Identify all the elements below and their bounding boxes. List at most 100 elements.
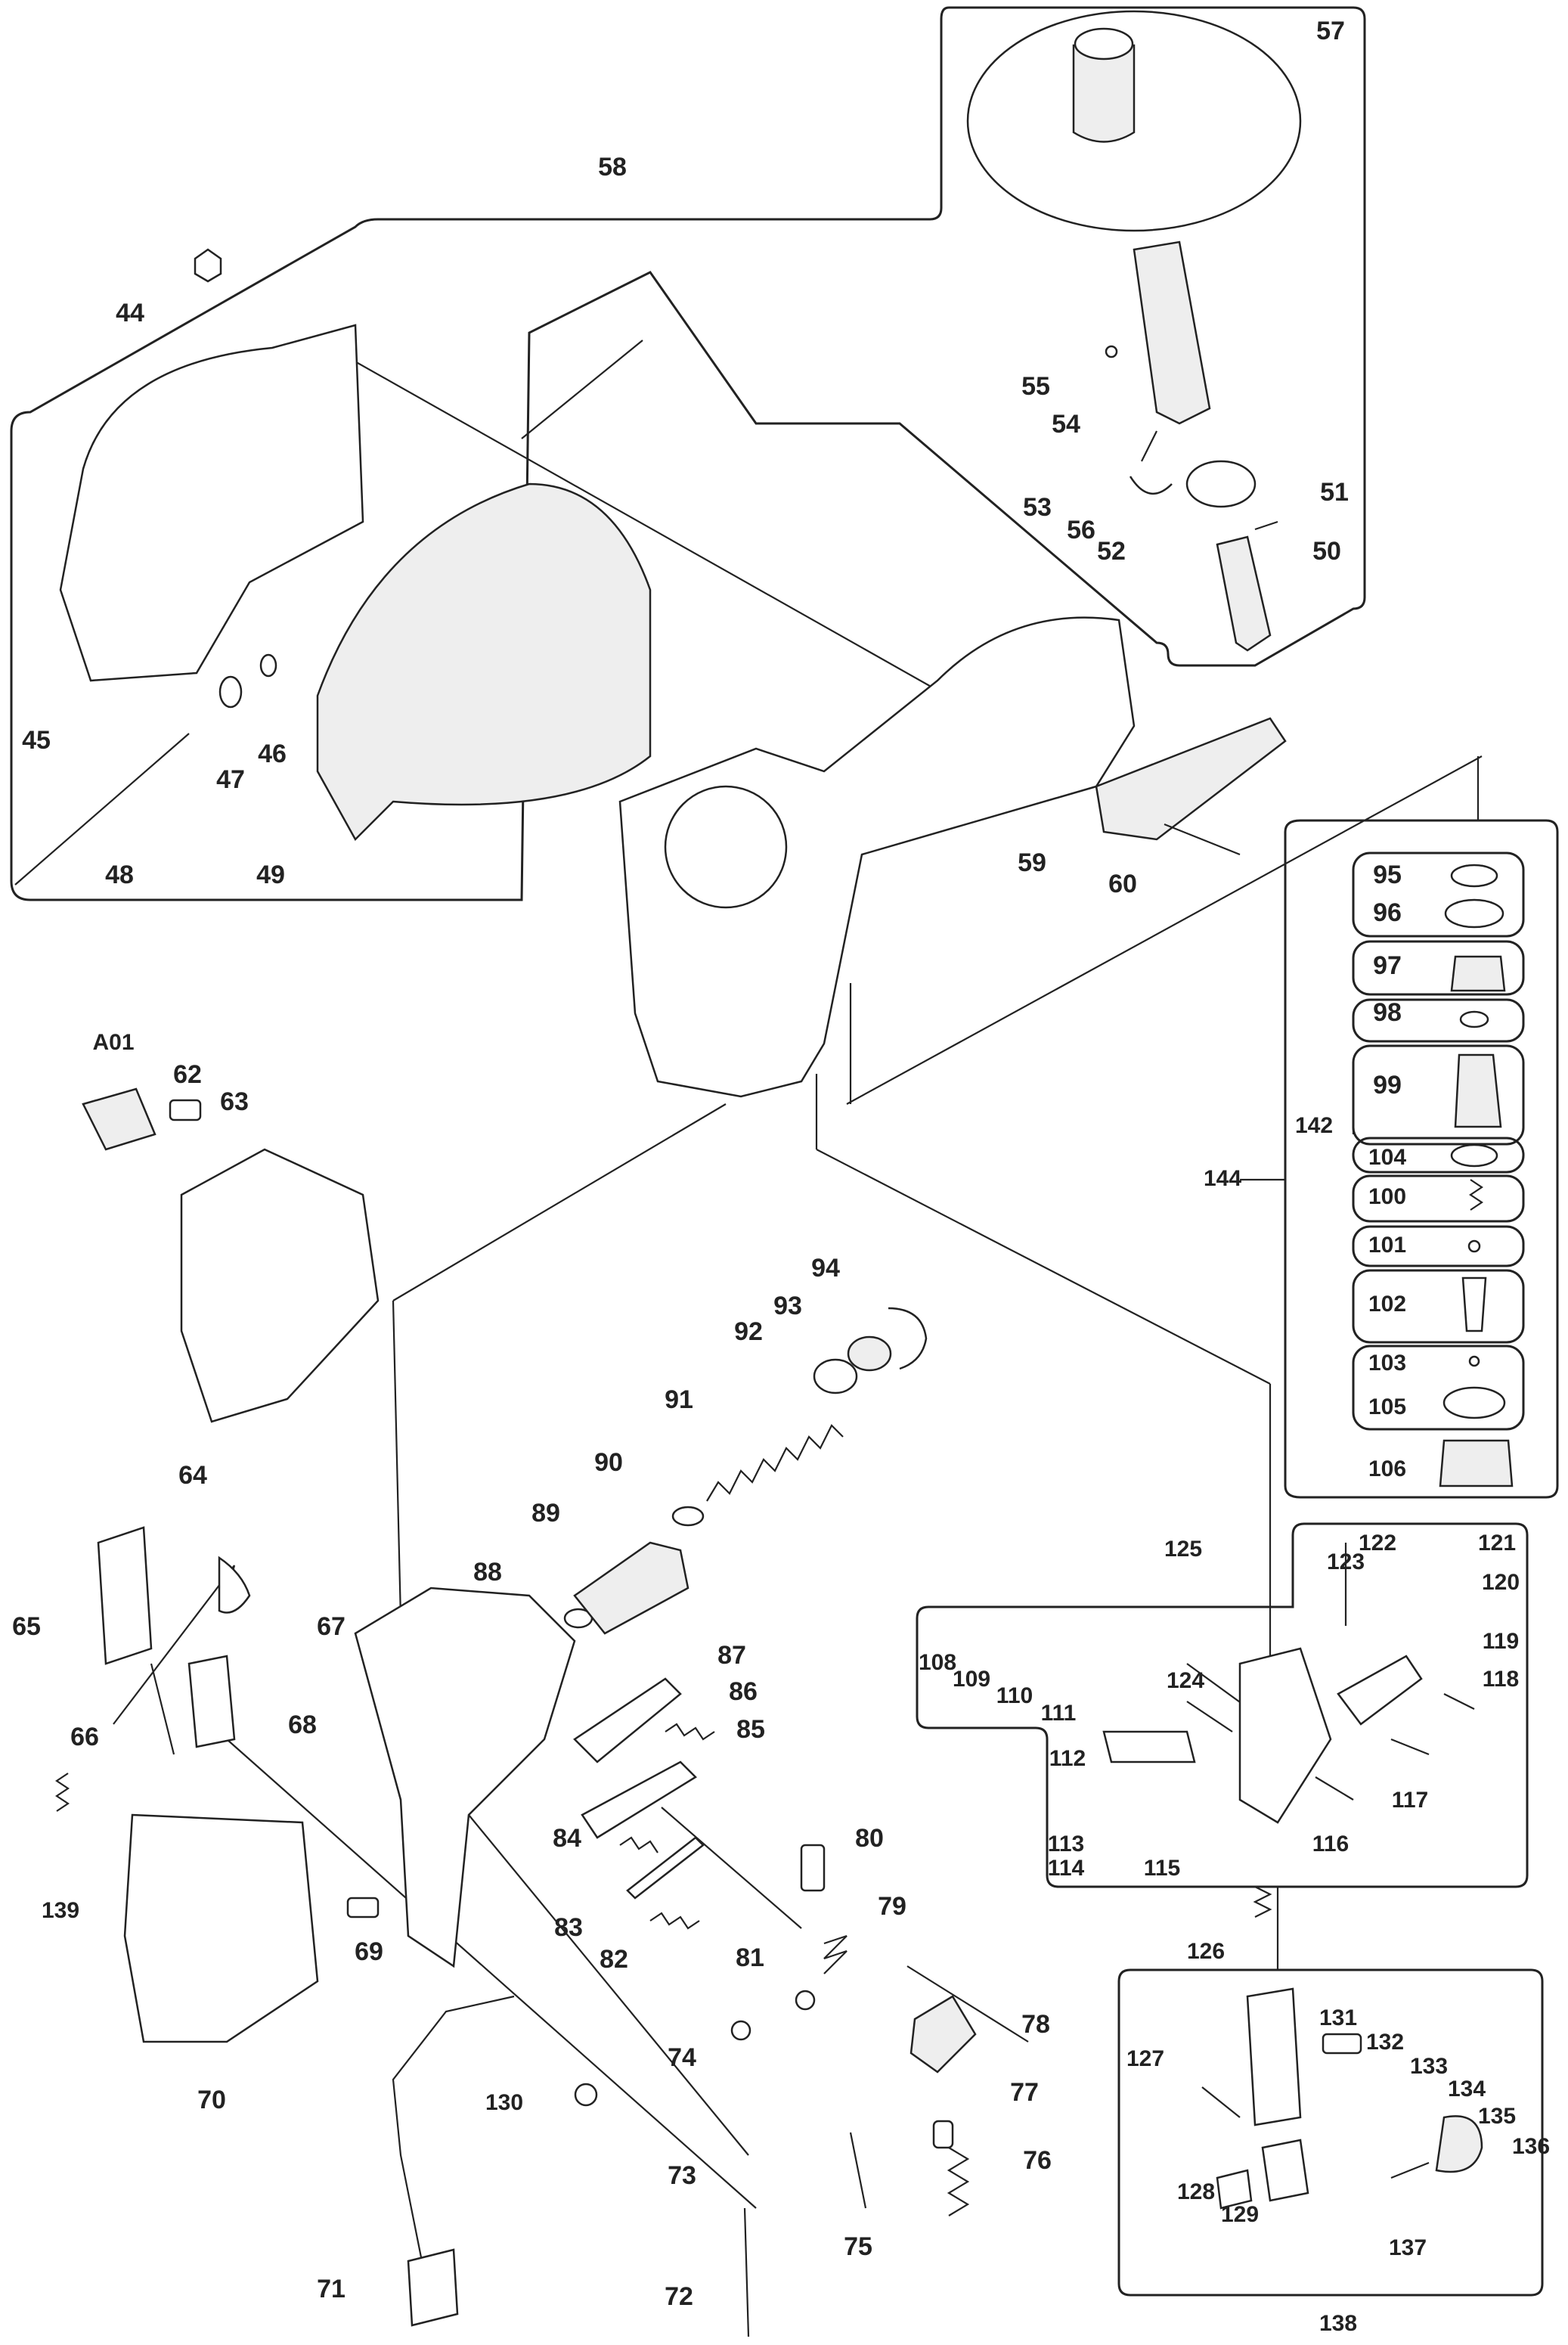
label-139: 139	[42, 1898, 79, 1923]
part-59-bracket	[1095, 717, 1287, 841]
part-45-guard	[59, 324, 364, 682]
part-89-piston	[573, 1541, 689, 1635]
part-85-lever	[581, 1760, 698, 1839]
label-93: 93	[773, 1292, 802, 1320]
part-130-bushing	[574, 2083, 598, 2107]
label-133: 133	[1410, 2054, 1448, 2079]
label-126: 126	[1187, 1939, 1225, 1964]
part-68-plate	[187, 1655, 236, 1748]
part-137-pin	[1390, 2161, 1430, 2179]
label-57: 57	[1316, 17, 1345, 45]
label-105: 105	[1368, 1394, 1406, 1419]
part-52-ring	[1185, 460, 1257, 508]
label-106: 106	[1368, 1456, 1406, 1481]
part-132-screw	[1322, 2033, 1362, 2055]
part-80-screw	[800, 1844, 826, 1892]
label-132: 132	[1366, 2030, 1404, 2055]
label-134: 134	[1448, 2077, 1486, 2102]
label-86: 86	[729, 1677, 758, 1706]
label-95: 95	[1373, 861, 1402, 889]
part-labels: 57 58 44 55 54 53 51 56 52 50 45 46 47 4…	[12, 17, 1550, 2336]
part-87-lever	[573, 1677, 682, 1763]
label-144: 144	[1204, 1166, 1241, 1191]
label-53: 53	[1023, 493, 1052, 522]
label-127: 127	[1126, 2046, 1164, 2071]
label-108: 108	[919, 1650, 956, 1675]
part-104-oring	[1450, 1143, 1498, 1168]
part-128-block	[1216, 2169, 1253, 2210]
label-59: 59	[1018, 848, 1046, 877]
part-57-disc	[966, 10, 1302, 232]
label-81: 81	[736, 1943, 764, 1972]
label-129: 129	[1221, 2202, 1259, 2227]
part-67-spring	[218, 1556, 251, 1614]
label-58: 58	[598, 153, 627, 181]
part-49-cover	[316, 482, 652, 842]
part-71-rod	[392, 1995, 515, 2269]
part-84-spring	[619, 1836, 658, 1853]
label-63: 63	[220, 1087, 249, 1116]
label-123: 123	[1327, 1549, 1365, 1574]
label-76: 76	[1023, 2146, 1052, 2175]
part-92-washer	[813, 1358, 858, 1394]
label-87: 87	[717, 1641, 746, 1670]
group-125-outline	[916, 1522, 1529, 1888]
label-118: 118	[1483, 1667, 1519, 1692]
part-72-pin	[743, 2207, 750, 2337]
part-91-spring	[706, 1424, 844, 1502]
label-91: 91	[665, 1385, 693, 1414]
label-104: 104	[1368, 1145, 1406, 1170]
part-90-oring	[671, 1506, 705, 1527]
part-76-spring	[947, 2147, 970, 2216]
label-48: 48	[105, 861, 134, 889]
label-119: 119	[1483, 1629, 1519, 1654]
part-101-ball	[1467, 1239, 1481, 1253]
part-51-pin	[1254, 520, 1278, 531]
part-131-block	[1246, 1987, 1302, 2126]
label-73: 73	[668, 2161, 696, 2190]
label-135: 135	[1478, 2104, 1516, 2129]
part-106-cap	[1439, 1439, 1514, 1487]
part-83-link	[626, 1836, 705, 1900]
part-103-ball	[1468, 1355, 1480, 1367]
label-52: 52	[1097, 537, 1126, 566]
part-69-screw	[346, 1897, 380, 1918]
label-125: 125	[1164, 1537, 1202, 1562]
label-111: 111	[1041, 1701, 1077, 1726]
label-92: 92	[734, 1317, 763, 1346]
label-99: 99	[1373, 1071, 1402, 1100]
group-58-outline	[10, 6, 1366, 901]
label-131: 131	[1319, 2005, 1357, 2030]
label-90: 90	[594, 1448, 623, 1477]
part-66-pin	[150, 1663, 175, 1755]
part-44-nut	[194, 248, 222, 283]
part-60-screw	[1164, 823, 1241, 856]
part-62-bolt	[169, 1099, 202, 1121]
part-93-seal	[847, 1335, 892, 1372]
leader-lines	[113, 340, 1483, 2209]
part-75-pin	[849, 2132, 867, 2209]
part-50-shaft	[1216, 535, 1272, 652]
label-46: 46	[258, 740, 287, 768]
label-54: 54	[1052, 410, 1080, 439]
part-47-washer	[218, 675, 243, 709]
label-116: 116	[1312, 1832, 1349, 1856]
part-94-clip	[888, 1307, 928, 1370]
label-98: 98	[1373, 998, 1402, 1027]
label-96: 96	[1373, 898, 1402, 927]
label-101: 101	[1368, 1233, 1406, 1258]
part-129-block	[1261, 2139, 1309, 2202]
label-82: 82	[600, 1945, 628, 1974]
main-housing	[618, 616, 1136, 1098]
label-62: 62	[173, 1060, 202, 1089]
group-138-outline	[1117, 1968, 1544, 2297]
label-74: 74	[668, 2043, 696, 2072]
label-100: 100	[1368, 1184, 1406, 1209]
part-96-oring	[1444, 898, 1504, 929]
label-83: 83	[554, 1913, 583, 1942]
part-71-foot	[407, 2248, 459, 2327]
label-88: 88	[473, 1558, 502, 1587]
label-66: 66	[70, 1723, 99, 1751]
label-80: 80	[855, 1824, 884, 1853]
label-69: 69	[355, 1937, 383, 1966]
